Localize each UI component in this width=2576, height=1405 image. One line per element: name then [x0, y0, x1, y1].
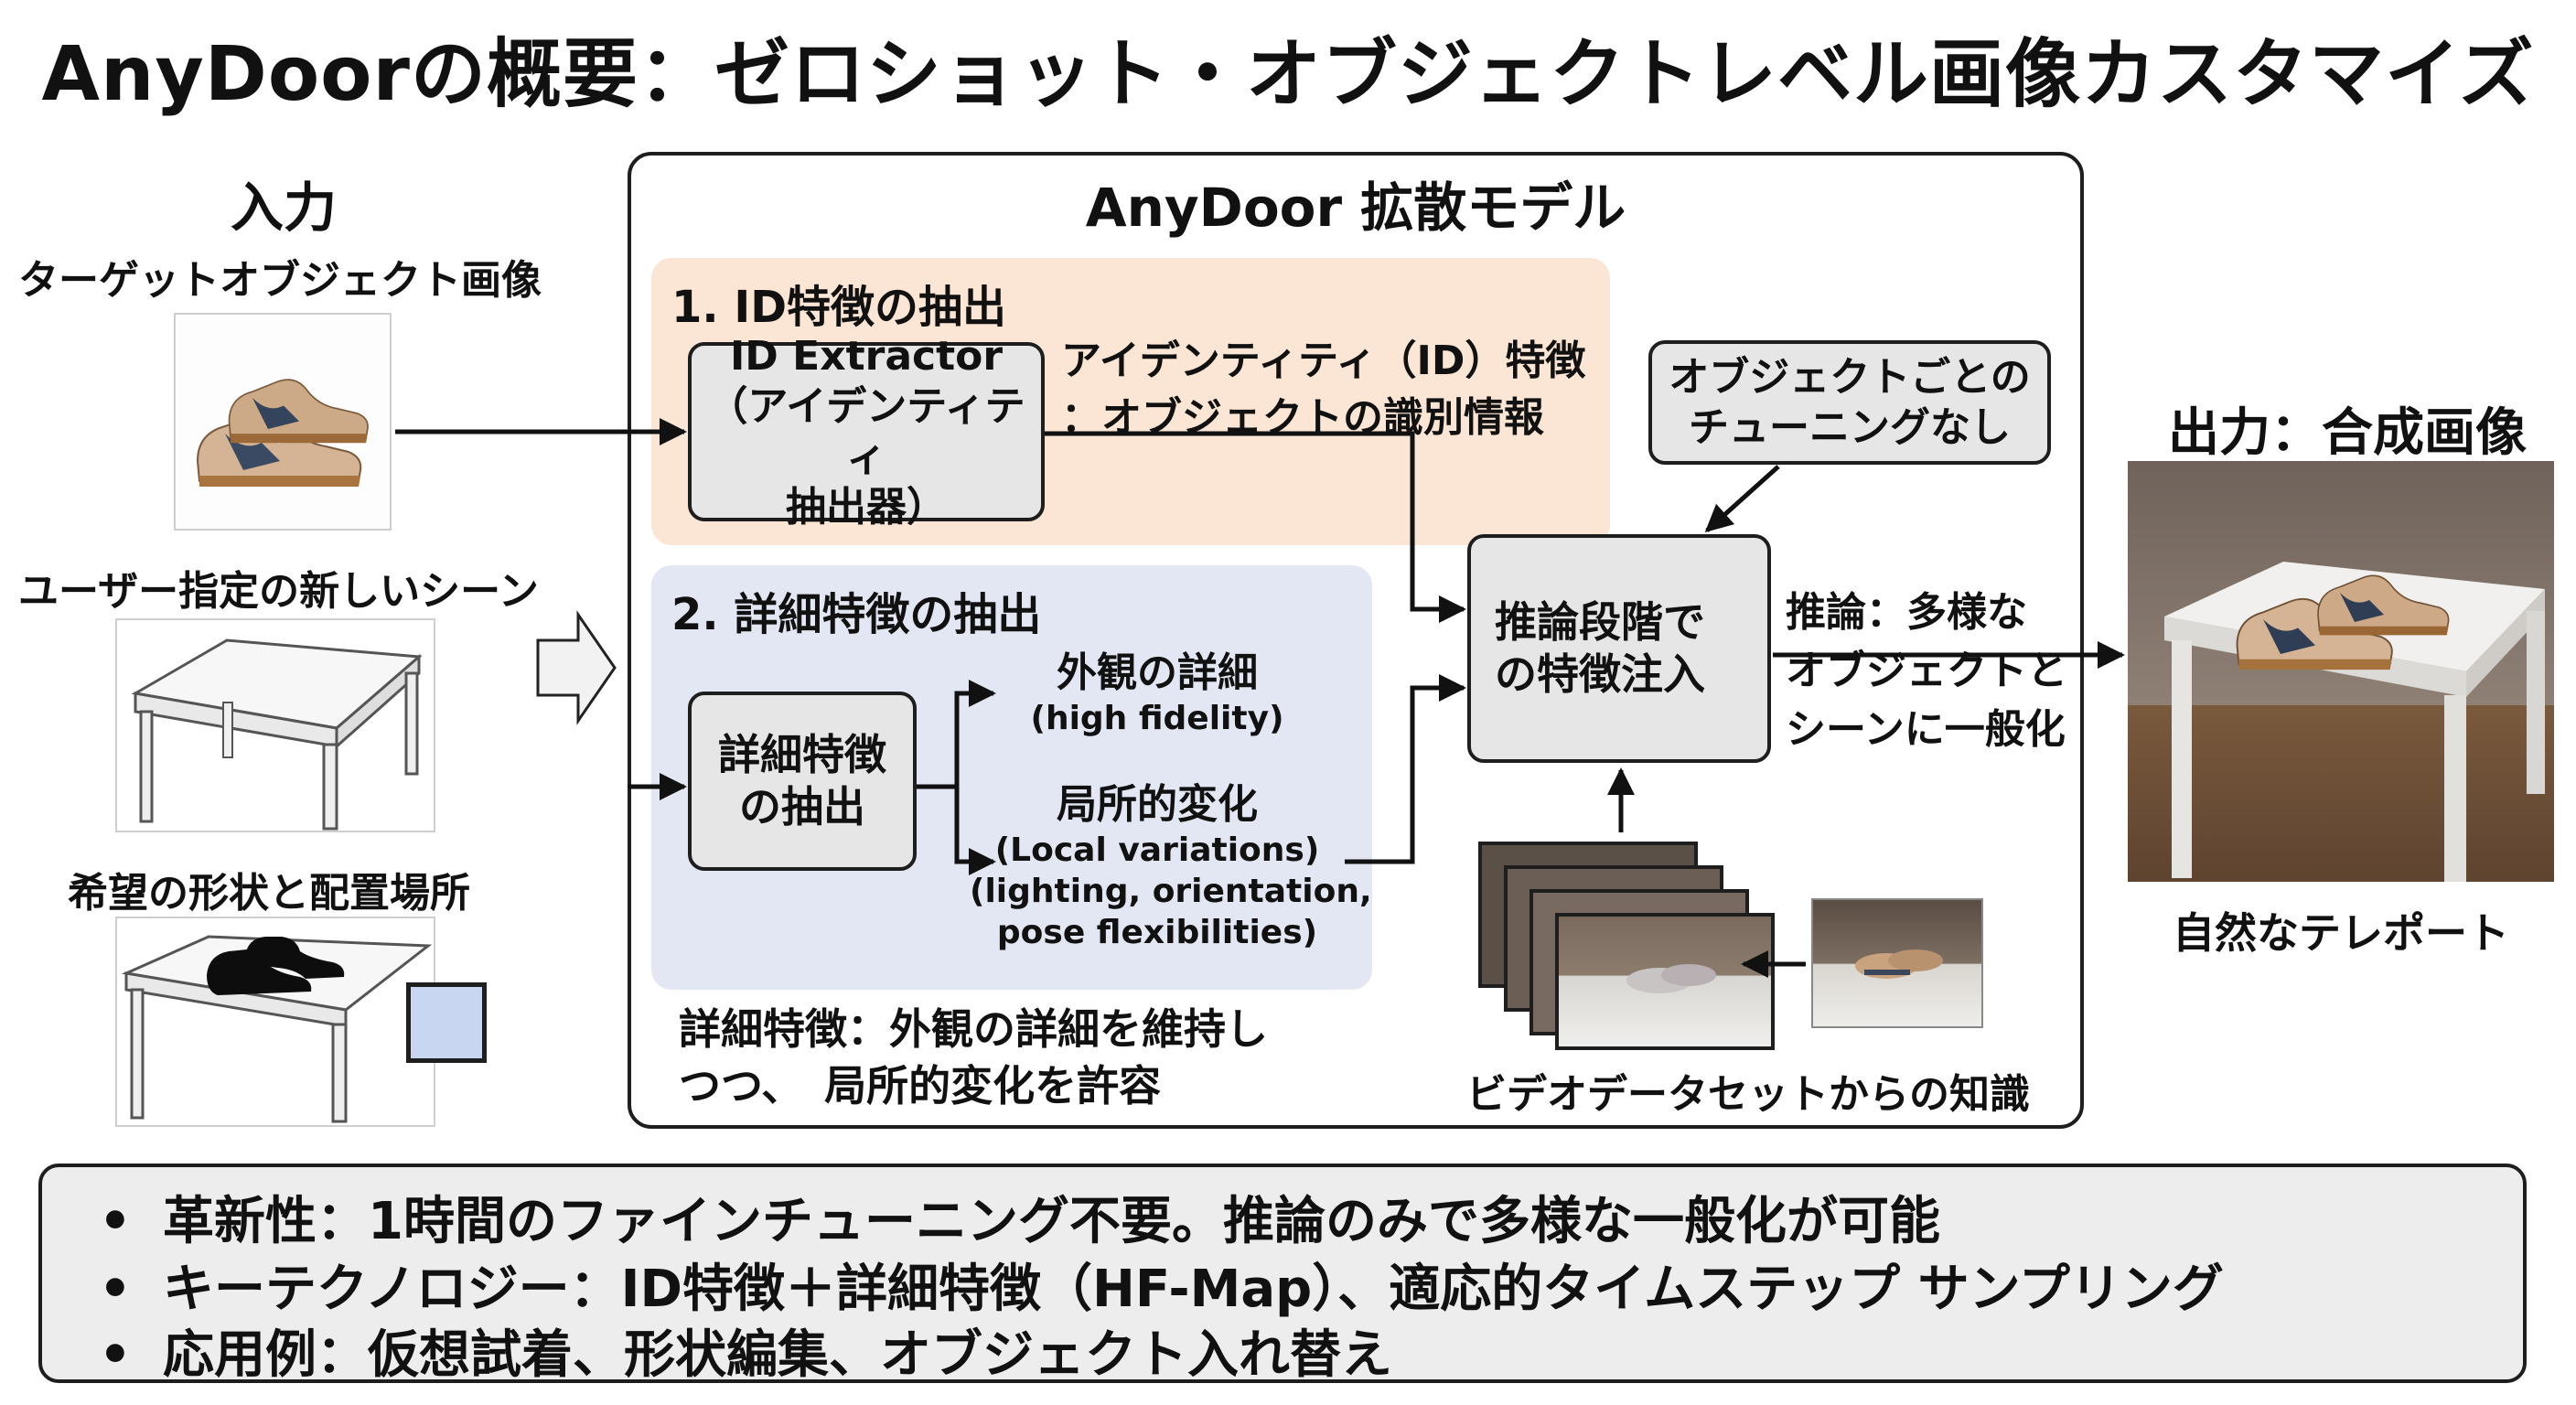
target-image-label: ターゲットオブジェクト画像: [18, 257, 542, 304]
page-title: AnyDoorの概要：ゼロショット・オブジェクトレベル画像カスタマイズ: [41, 31, 2535, 118]
table-sketch-icon: [131, 638, 423, 831]
arrow-label-line3: シーンに一般化: [1786, 705, 2066, 753]
branch1-subtitle: (high fidelity): [1030, 700, 1284, 737]
branch2-title: 局所的変化: [1057, 781, 1258, 828]
input-heading: 入力: [230, 177, 337, 239]
appearance-detail-branch: 外観の詳細 (high fidelity): [988, 648, 1326, 739]
summary-item-innovation: • 革新性：1時間のファインチューニング不要。推論のみで多様な一般化が可能: [99, 1180, 1940, 1254]
note-line1: 詳細特徴：外観の詳細を維持し: [679, 1004, 1268, 1054]
detail-extractor-node: 詳細特徴 の抽出: [688, 692, 917, 871]
target-object-image: [174, 313, 392, 531]
model-heading: AnyDoor 拡散モデル: [1085, 177, 1626, 239]
branch2-sub2: (lighting, orientation,: [970, 873, 1372, 910]
summary-text-1: 革新性：1時間のファインチューニング不要。推論のみで多様な一般化が可能: [163, 1192, 1940, 1251]
id-section-title: 1. ID特徴の抽出: [671, 282, 1007, 333]
output-heading: 出力：合成画像: [2168, 403, 2527, 463]
id-extractor-subtitle-2: 抽出器）: [786, 484, 947, 531]
inference-arrow-label: 推論：多様な オブジェクトと シーンに一般化: [1786, 584, 2067, 758]
video-caption: ビデオデータセットからの知識: [1466, 1071, 2030, 1118]
summary-item-applications: • 応用例：仮想試着、形状編集、オブジェクト入れ替え: [99, 1314, 1392, 1388]
no-tuning-node: オブジェクトごとの チューニングなし: [1648, 340, 2051, 465]
output-caption: 自然なテレポート: [2173, 908, 2509, 958]
bullet-icon: •: [99, 1192, 132, 1251]
source-photo: [1811, 898, 1983, 1028]
detail-section-title: 2. 詳細特徴の抽出: [671, 589, 1042, 640]
detail-to-appearance-arrow: [954, 680, 996, 787]
no-tuning-line2: チューニングなし: [1689, 404, 2011, 451]
id-extractor-node: ID Extractor （アイデンティティ 抽出器）: [688, 333, 1045, 531]
scene-label: ユーザー指定の新しいシーン: [18, 568, 539, 615]
inject-line2: の特徴注入: [1495, 649, 1705, 699]
branch2-sub3: pose flexibilities): [996, 914, 1318, 951]
video-frame-4: [1555, 913, 1775, 1050]
composite-output-image: [2128, 461, 2554, 882]
inference-injection-node: 推論段階で の特徴注入: [1467, 534, 1771, 763]
shoe-silhouette-icon: [207, 937, 345, 995]
detail-node-line1: 詳細特徴: [718, 729, 886, 779]
shoe-photo-icon: [196, 379, 369, 487]
summary-text-2: キーテクノロジー：ID特徴＋詳細特徴（HF-Map）、適応的タイムステップ サン…: [163, 1260, 2224, 1319]
id-extractor-title: ID Extractor: [729, 333, 1004, 380]
hollow-arrow-icon: [536, 610, 617, 725]
shape-placement-image: [115, 917, 435, 1127]
bullet-icon: •: [99, 1325, 132, 1385]
placement-box: [406, 982, 487, 1063]
detail-to-local-arrow: [954, 787, 996, 875]
shape-label: 希望の形状と配置場所: [68, 870, 470, 917]
local-variation-branch: 局所的変化 (Local variations) (lighting, orie…: [970, 779, 1372, 953]
inject-line1: 推論段階で: [1495, 596, 1705, 647]
summary-text-3: 応用例：仮想試着、形状編集、オブジェクト入れ替え: [163, 1325, 1392, 1385]
no-tuning-line1: オブジェクトごとの: [1669, 354, 2031, 401]
id-desc-line1: アイデンティティ（ID）特徴: [1061, 338, 1586, 384]
note-line2: つつ、 局所的変化を許容: [679, 1061, 1162, 1111]
summary-item-technology: • キーテクノロジー：ID特徴＋詳細特徴（HF-Map）、適応的タイムステップ サ…: [99, 1248, 2224, 1322]
detail-feature-note: 詳細特徴：外観の詳細を維持し つつ、 局所的変化を許容: [679, 1001, 1268, 1114]
scene-image: [115, 618, 435, 832]
branch1-title: 外観の詳細: [1057, 649, 1258, 696]
bullet-icon: •: [99, 1260, 132, 1319]
no-tuning-arrow: [1704, 465, 1780, 533]
id-to-inject-arrow: [1045, 431, 1466, 623]
table-sketch-icon: [121, 935, 433, 1123]
id-extractor-subtitle: （アイデンティティ: [707, 383, 1025, 480]
detail-node-line2: の抽出: [739, 782, 865, 831]
local-to-inject-arrow: [1345, 674, 1466, 864]
arrow-label-line1: 推論：多様な: [1786, 589, 2027, 636]
summary-box: • 革新性：1時間のファインチューニング不要。推論のみで多様な一般化が可能 • キー…: [38, 1164, 2527, 1385]
branch2-sub1: (Local variations): [994, 831, 1320, 869]
